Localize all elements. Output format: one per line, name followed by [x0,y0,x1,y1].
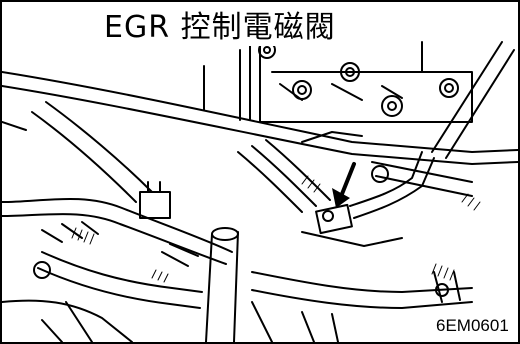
shading-hatches [71,175,481,283]
lower-hoses [2,243,473,342]
diagram-title: EGR 控制電磁閥 [100,10,340,46]
cable-tubes [2,41,518,203]
arrow-down-icon [332,162,356,208]
figure-code: 6EM0601 [434,316,511,336]
wiring-harness [2,131,363,265]
egr-solenoid-valve [301,151,435,247]
engine-bracket [203,41,473,123]
vertical-pipe [205,227,239,342]
